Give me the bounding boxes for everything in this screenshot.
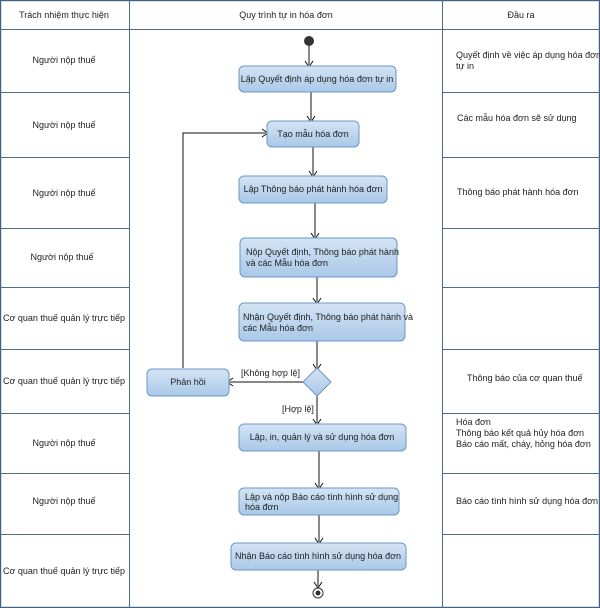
flow-edge xyxy=(182,132,266,368)
activity-label: và các Mẫu hóa đơn xyxy=(246,258,328,268)
output-cell: Hóa đơn xyxy=(456,417,491,427)
output-cell: Thông báo kết quả hủy hóa đơn xyxy=(456,428,584,438)
output-cell: Thông báo phát hành hóa đơn xyxy=(457,187,579,197)
activity-create-template: Tạo mẫu hóa đơn xyxy=(266,120,360,148)
activity-use-invoices: Lập, in, quản lý và sử dụng hóa đơn xyxy=(238,423,407,452)
activity-label: Nộp Quyết định, Thông báo phát hành xyxy=(246,247,399,257)
activity-create-issuance-notice: Lập Thông báo phát hành hóa đơn xyxy=(238,175,388,204)
activity-label: các Mẫu hóa đơn xyxy=(243,323,313,333)
start-node xyxy=(304,36,314,46)
activity-receive-documents: Nhận Quyết định, Thông báo phát hành và … xyxy=(238,302,413,342)
activity-label: Lập, in, quản lý và sử dụng hóa đơn xyxy=(250,432,395,442)
output-column: Quyết định về việc áp dụng hóa đơn tự in… xyxy=(456,50,600,506)
activity-submit-usage-report: Lập và nộp Báo cáo tình hình sử dụng hóa… xyxy=(238,487,400,516)
responsibility-cell: Người nộp thuế xyxy=(33,188,96,198)
responsibility-cell: Người nộp thuế xyxy=(33,438,96,448)
responsibility-cell: Cơ quan thuế quản lý trực tiếp xyxy=(3,313,125,323)
header-process: Quy trình tự in hóa đơn xyxy=(239,10,332,20)
output-cell: Quyết định về việc áp dụng hóa đơn xyxy=(456,50,600,60)
activity-submit-documents: Nộp Quyết định, Thông báo phát hành và c… xyxy=(239,237,399,278)
header-responsibility: Trách nhiệm thực hiện xyxy=(19,10,109,20)
output-cell: Báo cáo mất, cháy, hỏng hóa đơn xyxy=(456,439,591,449)
row-dividers xyxy=(0,92,600,535)
activity-label: hóa đơn xyxy=(245,502,278,512)
activity-label: Lập Thông báo phát hành hóa đơn xyxy=(244,184,383,194)
activity-feedback: Phản hồi xyxy=(146,368,230,397)
responsibility-cell: Cơ quan thuế quản lý trực tiếp xyxy=(3,566,125,576)
activity-label: Nhận Quyết định, Thông báo phát hành và xyxy=(243,312,413,322)
activity-label: Phản hồi xyxy=(170,377,206,387)
activity-label: Tạo mẫu hóa đơn xyxy=(277,129,348,139)
activity-label: Lập và nộp Báo cáo tình hình sử dụng xyxy=(245,492,398,502)
output-cell: Báo cáo tình hình sử dụng hóa đơn xyxy=(456,496,598,506)
responsibility-cell: Người nộp thuế xyxy=(31,252,94,262)
activity-label: Lập Quyết định áp dụng hóa đơn tự in xyxy=(241,74,394,84)
responsibility-column: Người nộp thuế Người nộp thuế Người nộp … xyxy=(3,55,125,576)
guard-rejected-label: [Không hợp lệ] xyxy=(241,368,300,378)
output-cell: Thông báo của cơ quan thuế xyxy=(467,373,583,383)
end-node xyxy=(312,587,324,599)
responsibility-cell: Cơ quan thuế quản lý trực tiếp xyxy=(3,376,125,386)
activity-label: Nhận Báo cáo tình hình sử dụng hóa đơn xyxy=(235,551,401,561)
output-cell: Các mẫu hóa đơn sẽ sử dụng xyxy=(457,113,577,123)
responsibility-cell: Người nộp thuế xyxy=(33,496,96,506)
activity-receive-usage-report: Nhận Báo cáo tình hình sử dụng hóa đơn xyxy=(230,542,407,571)
responsibility-cell: Người nộp thuế xyxy=(33,55,96,65)
header-output: Đầu ra xyxy=(507,10,534,20)
guard-accepted-label: [Hợp lệ] xyxy=(282,404,314,414)
decision-node xyxy=(302,367,332,397)
output-cell: tự in xyxy=(456,61,474,71)
responsibility-cell: Người nộp thuế xyxy=(33,120,96,130)
activity-create-decision: Lập Quyết định áp dụng hóa đơn tự in xyxy=(238,65,397,93)
